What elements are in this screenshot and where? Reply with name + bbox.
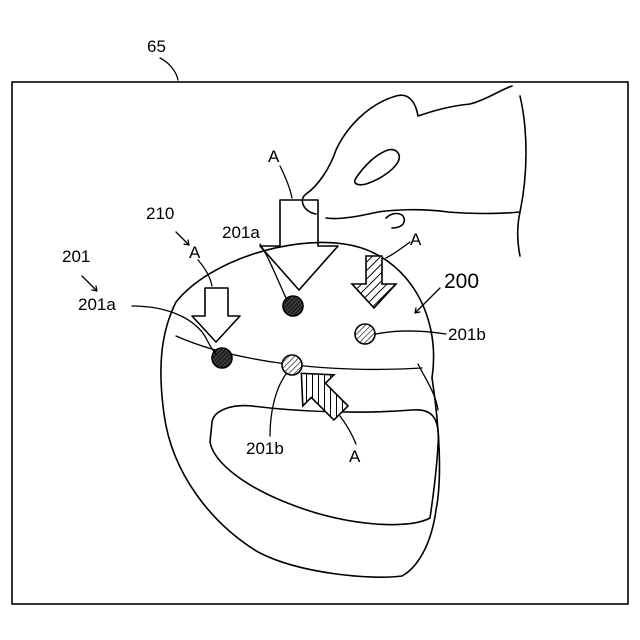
label-201b-right: 201b <box>448 325 486 344</box>
label-201a-top: 201a <box>222 223 260 242</box>
helmet-icon <box>161 242 440 577</box>
arrow-icon <box>260 200 338 290</box>
leader-65 <box>160 58 178 80</box>
label-201b-bottom: 201b <box>246 439 284 458</box>
sensor-201b-right <box>355 324 375 344</box>
arrow-label-left: A <box>189 243 201 262</box>
label-200: 200 <box>444 270 479 293</box>
label-201: 201 <box>62 247 90 266</box>
arrow-icon <box>192 288 240 342</box>
label-65: 65 <box>147 37 166 56</box>
sensor-201a-left <box>212 348 232 368</box>
sensor-201b-bottom <box>282 355 302 375</box>
figure-frame <box>12 82 628 604</box>
arrow-label-top: A <box>268 147 280 166</box>
hatched-arrow-icon <box>352 256 396 308</box>
leader-arrow-hatched-top <box>386 242 410 258</box>
leader-201b-bottom <box>270 374 286 436</box>
leader-201b-right <box>376 331 446 334</box>
sensor-201a-top <box>283 296 303 316</box>
label-210: 210 <box>146 204 174 223</box>
leader-210 <box>176 232 188 244</box>
leader-arrow-hatched-bottom <box>340 416 356 444</box>
leader-arrow-top <box>280 166 292 198</box>
label-201a-left: 201a <box>78 295 116 314</box>
arrow-label-hatched-bottom: A <box>349 447 361 466</box>
arrow-label-hatched-top: A <box>410 230 422 249</box>
leader-201 <box>82 276 96 290</box>
